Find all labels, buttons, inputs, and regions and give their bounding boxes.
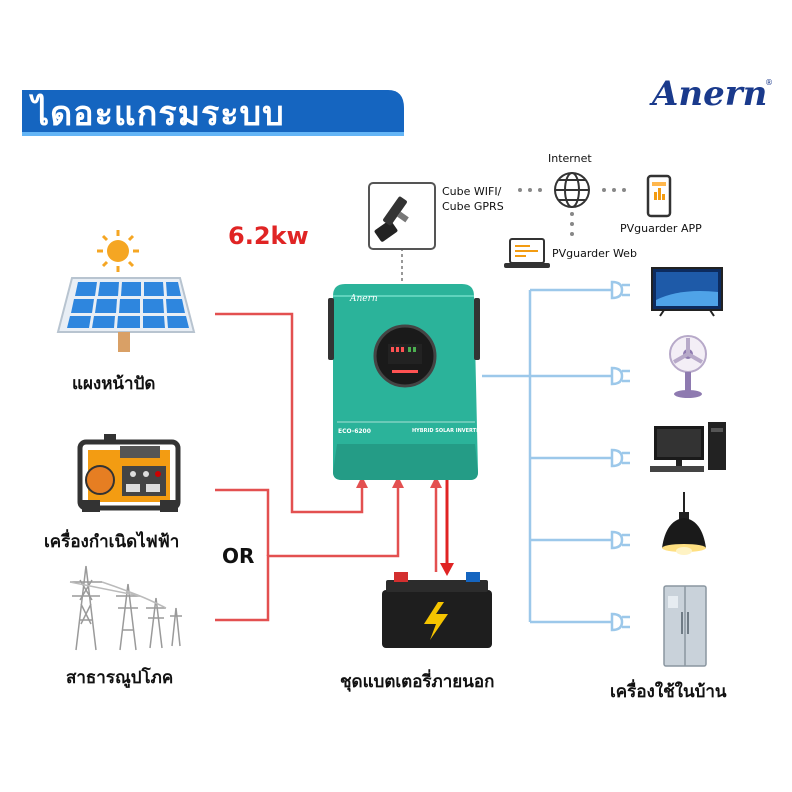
grid-line [215, 478, 400, 622]
grid-label: สาธารณูปโภค [66, 668, 174, 688]
or-label: OR [222, 544, 255, 568]
title-banner [22, 90, 404, 136]
network-dots [518, 188, 626, 236]
wifi-dongle-icon [374, 196, 409, 242]
inverter-type: HYBRID SOLAR INVERTER [412, 428, 484, 434]
brand-logo: Anern [652, 74, 768, 114]
lamp-icon [662, 492, 706, 555]
utility-tower-icon [69, 565, 182, 651]
inverter-brand: Anern [350, 294, 378, 304]
web-label: PVguarder Web [552, 247, 637, 260]
internet-label: Internet [548, 152, 592, 165]
brand-registered-mark: ® [765, 78, 773, 87]
plug-icon [610, 280, 630, 632]
battery-label: ชุดแบตเตอรี่ภายนอก [340, 672, 495, 692]
refrigerator-icon [663, 585, 707, 667]
module-label-line2: Cube GPRS [442, 200, 504, 213]
inverter-model: ECO-6200 [338, 428, 371, 435]
page-title: ไดอะแกรมระบบ [32, 94, 285, 134]
computer-icon [650, 422, 726, 472]
power-rating: 6.2kw [228, 222, 309, 250]
tv-icon [651, 267, 723, 317]
globe-icon [554, 172, 590, 208]
laptop-icon [504, 238, 550, 268]
phone-icon [646, 174, 672, 218]
solar-panel-icon [56, 277, 196, 352]
module-label-line1: Cube WIFI/ [442, 185, 502, 198]
generator-icon [77, 434, 181, 512]
solar-label: แผงหน้าปัด [72, 374, 156, 394]
battery-icon [382, 572, 492, 648]
generator-line [215, 488, 270, 556]
fan-icon [669, 335, 707, 398]
solar-line [215, 312, 364, 514]
sun-icon [97, 230, 139, 272]
inverter-icon [328, 284, 480, 480]
appliances-label: เครื่องใช้ในบ้าน [610, 682, 727, 702]
generator-label: เครื่องกำเนิดไฟฟ้า [44, 532, 180, 552]
app-label: PVguarder APP [620, 222, 702, 235]
